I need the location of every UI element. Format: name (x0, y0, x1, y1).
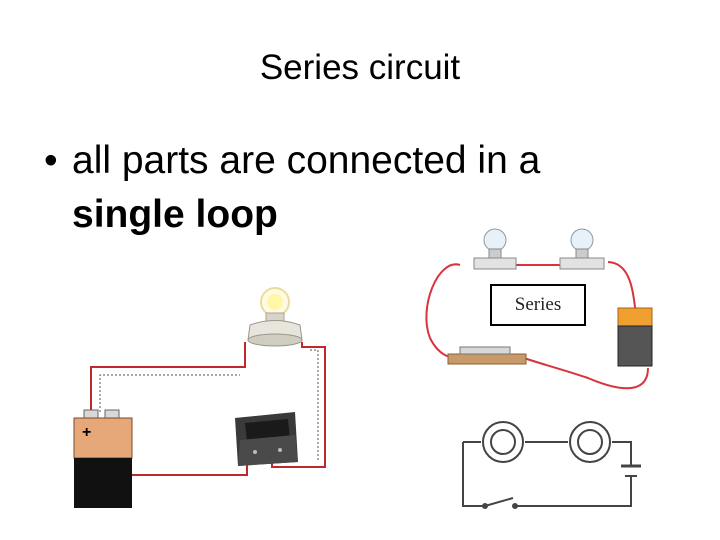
switch-icon (447, 346, 527, 365)
switch-symbol-icon (482, 503, 518, 509)
bullet-dot: • (44, 139, 58, 182)
series-label: Series (490, 284, 586, 326)
lamp-symbol-icon (482, 421, 524, 463)
battery-plus-label: + (82, 424, 92, 441)
bullet-text: all parts are connected in a (72, 139, 541, 182)
battery-icon (73, 409, 133, 508)
drawn-circuit-illustration (425, 228, 653, 390)
bulb-icon (559, 228, 605, 270)
bullet-emphasis: single loop (72, 193, 278, 236)
battery-icon (617, 307, 653, 367)
switch-icon (235, 412, 298, 466)
photo-circuit-illustration (73, 287, 326, 508)
cell-symbol-icon (621, 464, 641, 477)
lamp-symbol-icon (569, 421, 611, 463)
bulb-icon (247, 287, 303, 347)
schematic-diagram (462, 421, 641, 509)
bulb-icon (473, 228, 517, 270)
slide-title: Series circuit (259, 48, 461, 87)
